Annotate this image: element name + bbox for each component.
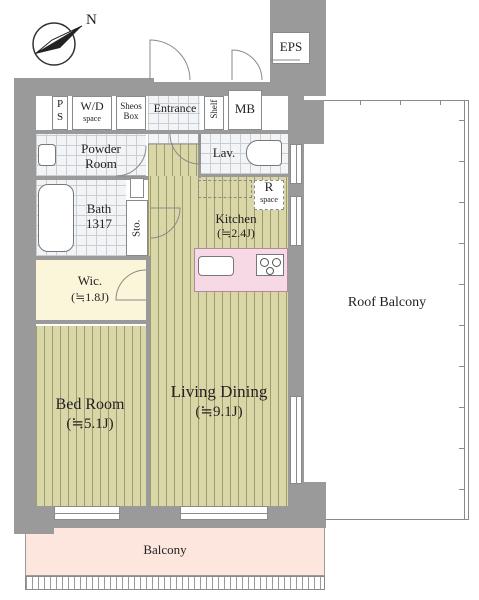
- wic-label: Wic. (≒1.8J): [50, 273, 130, 305]
- shoes-box-room: [116, 96, 146, 130]
- bath-tub: [38, 184, 74, 252]
- living-dining-title: Living Dining: [170, 382, 268, 401]
- partition-top-row: [36, 130, 288, 134]
- wic-size: (≒1.8J): [71, 289, 109, 304]
- sto-room: [126, 200, 148, 256]
- r-space-box: [254, 180, 284, 210]
- roof-balcony-ticks: [459, 120, 465, 510]
- ps-room: [52, 96, 68, 130]
- powder-room-label: Powder Room: [81, 141, 121, 171]
- window-right-kitchen: [290, 196, 302, 246]
- wall-right-mid-col: [296, 100, 324, 144]
- partition-bed-living: [146, 256, 150, 506]
- shelf-room: [204, 96, 224, 130]
- balcony-railing: [25, 576, 325, 590]
- entrance-label: Entrance: [153, 101, 197, 115]
- eps-room: [272, 32, 310, 64]
- partition-bath-wic: [36, 256, 148, 260]
- wd-title: W/D: [80, 99, 104, 113]
- living-dining-floor: [150, 296, 288, 506]
- kitchen-label: Kitchen (≒2.4J): [196, 211, 276, 241]
- r-space-sub: space: [260, 194, 278, 204]
- shoes-box-label: Sheos Box: [120, 101, 142, 122]
- window-right-living: [290, 396, 302, 484]
- partition-lav-kitchen: [200, 174, 288, 177]
- powder-room-floor: [36, 134, 146, 176]
- toilet: [246, 140, 282, 166]
- roof-balcony-label: Roof Balcony: [347, 295, 427, 310]
- partition-wic-bed: [36, 320, 146, 324]
- living-dining-label: Living Dining (≒9.1J): [154, 382, 284, 421]
- window-living: [180, 506, 268, 520]
- window-bedroom: [54, 506, 120, 520]
- bed-room-title: Bed Room: [55, 396, 125, 413]
- wic-floor: [36, 260, 146, 322]
- r-space-label: R space: [254, 179, 284, 204]
- kitchen-size: (≒2.4J): [217, 225, 255, 240]
- wd-label: W/D space: [72, 99, 112, 123]
- bed-room-size: (≒5.1J): [66, 416, 114, 433]
- hall-cabinet: [130, 178, 144, 198]
- mb-label: MB: [234, 101, 256, 116]
- partition-powder-bath: [36, 176, 148, 180]
- sto-label: Sto.: [130, 219, 143, 238]
- wd-space: [72, 96, 112, 130]
- roof-balcony-ticks-top: [320, 100, 460, 105]
- r-space-title: R: [264, 179, 274, 194]
- kitchen-upper-cabinet: [198, 180, 252, 198]
- kitchen-title: Kitchen: [215, 211, 257, 226]
- kitchen-sink: [198, 256, 234, 276]
- lav-label: Lav.: [212, 145, 236, 160]
- entrance-floor: [148, 96, 200, 144]
- compass-icon: [32, 22, 83, 66]
- balcony-label: Balcony: [143, 542, 187, 557]
- window-right-upper: [290, 144, 302, 184]
- eps-label: EPS: [279, 39, 303, 54]
- living-dining-size: (≒9.1J): [195, 403, 243, 420]
- wic-title: Wic.: [77, 273, 103, 288]
- shelf-label: Shelf: [208, 99, 219, 119]
- north-label: N: [86, 12, 97, 28]
- powder-washbasin: [38, 144, 56, 166]
- bath-label: Bath 1317: [86, 201, 112, 231]
- bedroom-floor: [36, 326, 146, 506]
- wall-top-left: [14, 78, 154, 96]
- bed-room-label: Bed Room (≒5.1J): [40, 396, 140, 434]
- roof-balcony-area: [303, 100, 469, 520]
- wall-left: [14, 78, 36, 534]
- ps-label: P S: [56, 98, 64, 123]
- wd-sub: space: [83, 113, 101, 123]
- kitchen-stove: [256, 254, 284, 276]
- mb-room: [228, 90, 262, 130]
